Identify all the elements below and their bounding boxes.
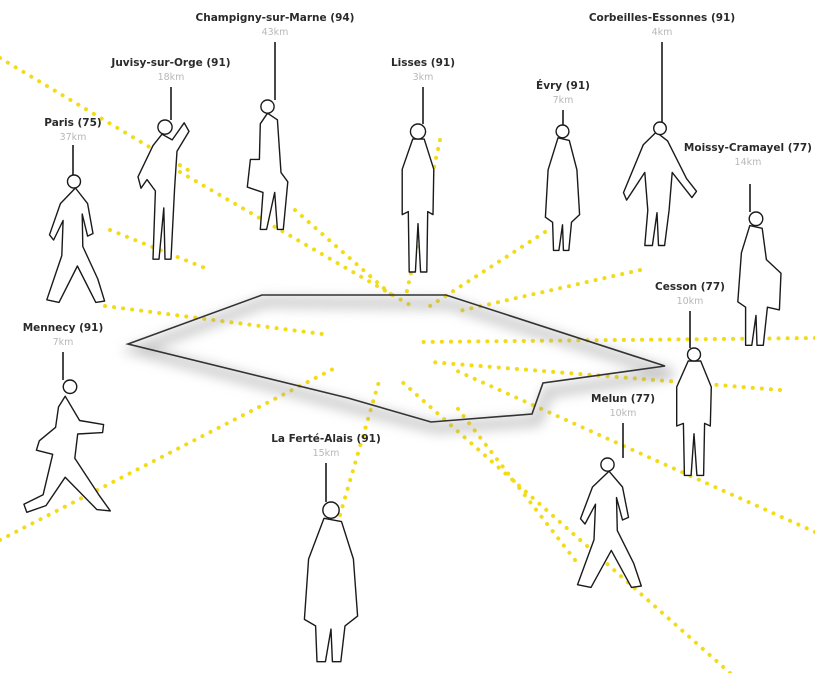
person-head <box>157 119 173 135</box>
person-body <box>401 138 435 273</box>
ray <box>338 376 382 517</box>
distance-value: 14km <box>734 157 762 168</box>
destination-label: Champigny-sur-Marne (94) 43km <box>196 12 355 38</box>
destination-label: La Ferté-Alais (91) 15km <box>271 433 381 459</box>
person-body <box>737 224 782 346</box>
distance-value: 3km <box>412 72 434 83</box>
ray <box>418 336 815 344</box>
person-silhouette <box>676 347 712 477</box>
person-body <box>303 517 359 663</box>
person-head <box>600 457 615 472</box>
destination-label: Juvisy-sur-Orge (91) 18km <box>111 57 230 83</box>
distance-value: 10km <box>609 408 637 419</box>
person-body <box>576 470 642 589</box>
destination-label: Corbeilles-Essonnes (91) 4km <box>589 12 735 38</box>
person-body <box>544 137 581 252</box>
destination-label: Cesson (77) 10km <box>655 281 725 307</box>
destination-label: Paris (75) 37km <box>44 117 101 143</box>
person-head <box>653 121 668 136</box>
ray <box>108 228 207 270</box>
distance-value: 4km <box>651 27 673 38</box>
person-silhouette <box>46 174 106 304</box>
person-silhouette <box>246 99 289 231</box>
city-name: Paris (75) <box>44 117 102 129</box>
distance-rays <box>0 56 815 673</box>
person-silhouette <box>303 501 359 663</box>
person-head <box>62 379 78 395</box>
person-body <box>622 131 698 247</box>
ray <box>453 368 815 534</box>
person-head <box>686 347 702 362</box>
ray <box>453 268 642 314</box>
person-silhouette <box>622 121 698 247</box>
distance-value: 10km <box>676 296 704 307</box>
ray <box>453 403 577 562</box>
destination-label: Évry (91) 7km <box>536 80 590 106</box>
city-name: Juvisy-sur-Orge (91) <box>111 57 231 69</box>
destination-label: Melun (77) 10km <box>591 393 655 419</box>
people-silhouettes <box>23 42 782 663</box>
person-body <box>246 112 289 231</box>
person-head <box>555 124 570 139</box>
person-body <box>137 122 190 260</box>
city-name: Melun (77) <box>591 393 655 405</box>
person-body <box>46 187 106 304</box>
city-name: Champigny-sur-Marne (94) <box>195 12 355 24</box>
destination-label: Mennecy (91) 7km <box>23 322 104 348</box>
person-body <box>23 395 111 513</box>
person-head <box>260 99 275 114</box>
ray <box>293 208 397 300</box>
person-head <box>322 501 340 519</box>
distance-value: 7km <box>552 95 574 106</box>
destination-label: Lisses (91) 3km <box>391 57 455 83</box>
person-silhouette <box>544 124 581 252</box>
city-name: Cesson (77) <box>655 281 725 293</box>
person-head <box>409 123 427 140</box>
person-silhouette <box>401 123 435 273</box>
ray <box>178 170 412 307</box>
city-name: Corbeilles-Essonnes (91) <box>588 12 736 24</box>
ray <box>103 304 332 337</box>
city-name: Moissy-Cramayel (77) <box>683 142 812 154</box>
person-silhouette <box>737 211 782 346</box>
central-area-outline <box>125 294 666 423</box>
person-silhouette <box>137 119 190 260</box>
person-body <box>676 360 712 477</box>
central-area-shadow <box>120 296 674 434</box>
distance-value: 18km <box>157 72 185 83</box>
distance-value: 7km <box>52 337 74 348</box>
distance-value: 37km <box>59 132 87 143</box>
person-silhouette <box>576 457 642 589</box>
ray <box>0 366 337 542</box>
ray <box>398 378 732 673</box>
city-name: Évry (91) <box>536 80 590 92</box>
distance-value: 43km <box>261 27 289 38</box>
person-head <box>66 174 82 189</box>
city-name: La Ferté-Alais (91) <box>271 433 381 445</box>
person-head <box>748 211 764 227</box>
distance-value: 15km <box>312 448 340 459</box>
ray <box>428 360 782 392</box>
person-silhouette <box>23 379 111 513</box>
city-name: Lisses (91) <box>390 57 456 69</box>
city-name: Mennecy (91) <box>22 322 104 334</box>
destination-label: Moissy-Cramayel (77) 14km <box>684 142 812 168</box>
